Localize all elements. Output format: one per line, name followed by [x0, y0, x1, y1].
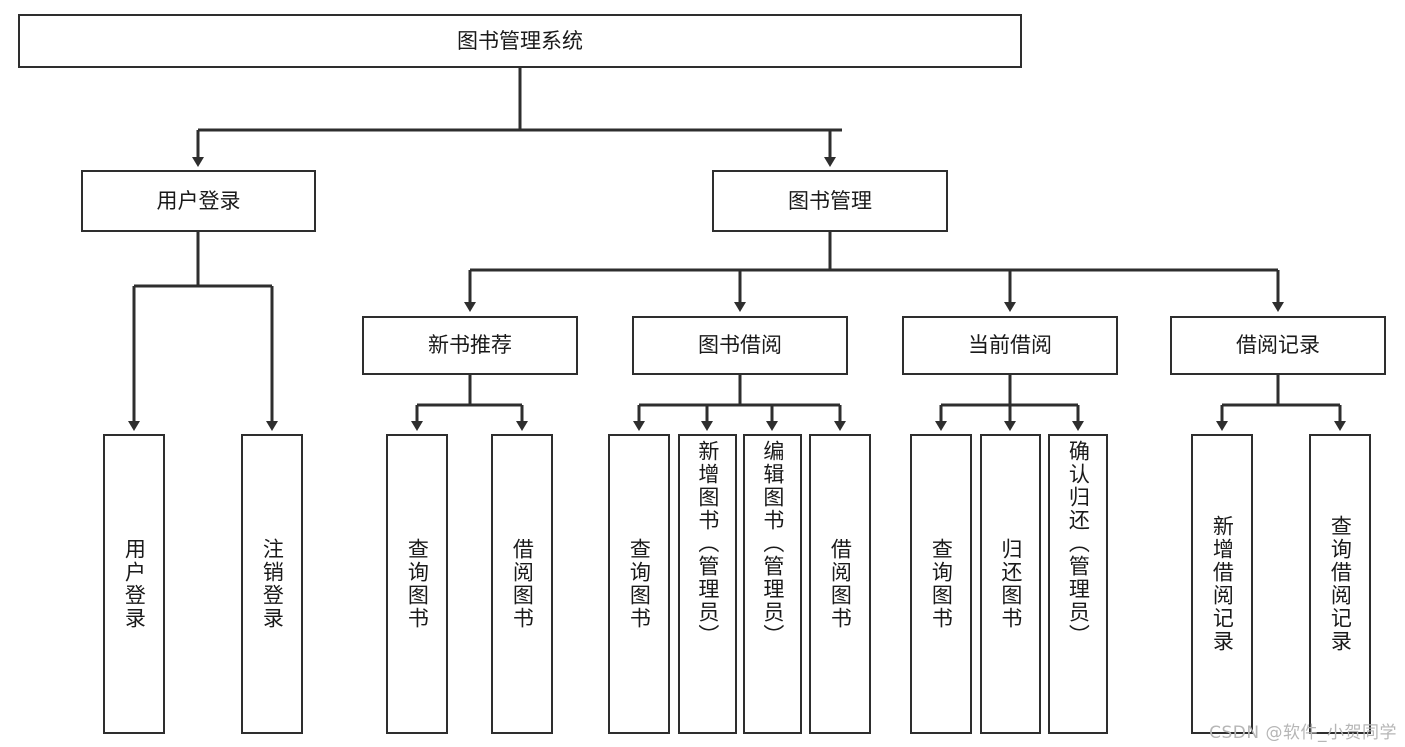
node-new-book-rec-label: 新书推荐 [428, 333, 512, 358]
node-leaf-add-book-label: 新增图书（管理员） [695, 440, 720, 647]
node-leaf-logout[interactable]: 注销登录 [241, 434, 303, 734]
node-leaf-query-record-label: 查询借阅记录 [1328, 515, 1353, 653]
node-leaf-confirm-return[interactable]: 确认归还（管理员） [1048, 434, 1108, 734]
node-leaf-user-login-label: 用户登录 [122, 538, 147, 630]
node-leaf-query-book-2[interactable]: 查询图书 [608, 434, 670, 734]
node-leaf-return-book[interactable]: 归还图书 [980, 434, 1041, 734]
node-leaf-return-book-label: 归还图书 [998, 538, 1023, 630]
node-leaf-add-book[interactable]: 新增图书（管理员） [678, 434, 737, 734]
node-book-manage[interactable]: 图书管理 [712, 170, 948, 232]
node-leaf-borrow-book-2[interactable]: 借阅图书 [809, 434, 871, 734]
node-leaf-logout-label: 注销登录 [260, 538, 285, 630]
node-current-borrow[interactable]: 当前借阅 [902, 316, 1118, 375]
node-leaf-query-book-2-label: 查询图书 [627, 538, 652, 630]
node-leaf-query-book-1-label: 查询图书 [405, 538, 430, 630]
node-user-login[interactable]: 用户登录 [81, 170, 316, 232]
node-root-label: 图书管理系统 [457, 28, 583, 53]
node-current-borrow-label: 当前借阅 [968, 333, 1052, 358]
node-borrow-record[interactable]: 借阅记录 [1170, 316, 1386, 375]
node-leaf-edit-book[interactable]: 编辑图书（管理员） [743, 434, 802, 734]
node-leaf-borrow-book-1[interactable]: 借阅图书 [491, 434, 553, 734]
node-book-manage-label: 图书管理 [788, 188, 872, 213]
node-leaf-add-record-label: 新增借阅记录 [1210, 515, 1235, 653]
node-leaf-query-book-3-label: 查询图书 [929, 538, 954, 630]
node-leaf-edit-book-label: 编辑图书（管理员） [760, 440, 785, 647]
node-leaf-query-record[interactable]: 查询借阅记录 [1309, 434, 1371, 734]
node-new-book-rec[interactable]: 新书推荐 [362, 316, 578, 375]
node-leaf-query-book-1[interactable]: 查询图书 [386, 434, 448, 734]
node-leaf-borrow-book-2-label: 借阅图书 [828, 538, 853, 630]
node-user-login-label: 用户登录 [156, 188, 241, 213]
node-borrow-record-label: 借阅记录 [1236, 333, 1320, 358]
node-leaf-query-book-3[interactable]: 查询图书 [910, 434, 972, 734]
node-leaf-user-login[interactable]: 用户登录 [103, 434, 165, 734]
node-leaf-confirm-return-label: 确认归还（管理员） [1066, 440, 1091, 647]
node-leaf-add-record[interactable]: 新增借阅记录 [1191, 434, 1253, 734]
node-book-borrow[interactable]: 图书借阅 [632, 316, 848, 375]
csdn-watermark: CSDN @软件_小贺同学 [1209, 723, 1397, 743]
node-leaf-borrow-book-1-label: 借阅图书 [510, 538, 535, 630]
node-book-borrow-label: 图书借阅 [698, 333, 782, 358]
node-root[interactable]: 图书管理系统 [18, 14, 1022, 68]
